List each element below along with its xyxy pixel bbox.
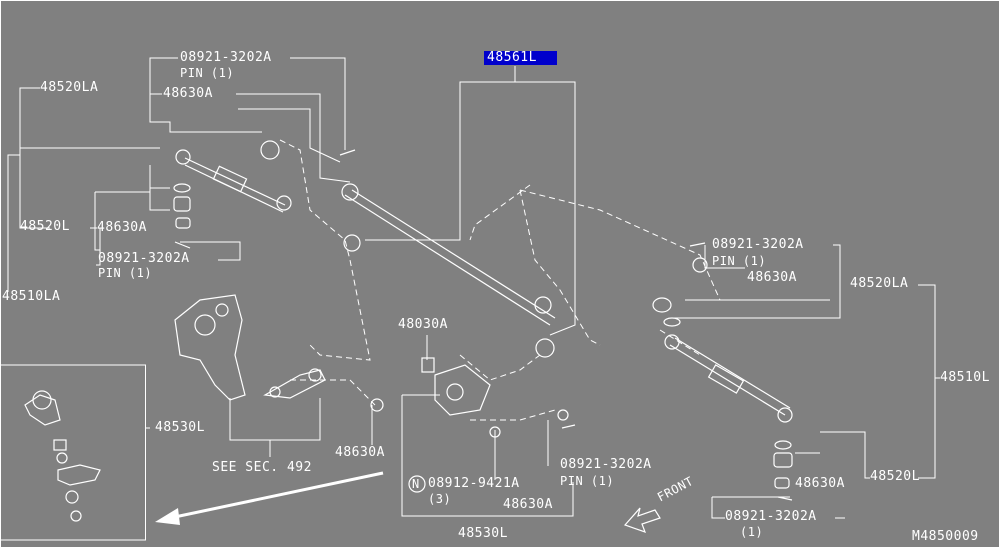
pin-label-top: PIN (1) [180, 66, 235, 80]
diagram-code: M4850009 [912, 529, 979, 544]
part-label-48530L-box: 48530L [155, 420, 205, 435]
part-label-48030A: 48030A [398, 317, 448, 332]
part-label-48510LA: 48510LA [2, 289, 61, 304]
part-label-48530L-bottom: 48530L [458, 526, 508, 541]
pin-label-right: PIN (1) [712, 254, 767, 268]
nut-label-08912: 08912-9421A [428, 476, 520, 491]
part-label-48630A-mid: 48630A [335, 445, 385, 460]
part-label-48520LA-left: 48520LA [40, 80, 99, 95]
part-label-48520L-left: 48520L [20, 219, 70, 234]
parts-art [24, 140, 793, 533]
part-label-48561L[interactable]: 48561L [484, 51, 557, 65]
part-label-08921-right: 08921-3202A [712, 237, 804, 252]
qty-label-right: (1) [740, 525, 764, 539]
circle-n-marker: N [412, 477, 420, 491]
part-label-48630A-right: 48630A [747, 270, 797, 285]
part-label-48630A-top: 48630A [163, 86, 213, 101]
part-label-08921-right-low: 08921-3202A [725, 509, 817, 524]
part-label-48510L: 48510L [940, 370, 990, 385]
part-label-08921-left: 08921-3202A [98, 251, 190, 266]
guide-lines [279, 139, 721, 421]
part-label-08921-mid: 08921-3202A [560, 457, 652, 472]
part-label-48520L-right: 48520L [870, 469, 920, 484]
pin-label-mid: PIN (1) [560, 474, 615, 488]
part-label-48630A-right-low: 48630A [795, 476, 845, 491]
pin-label-left: PIN (1) [98, 266, 153, 280]
leader-lines [0, 57, 940, 541]
part-label-48520LA-right: 48520LA [850, 276, 909, 291]
see-section-note: SEE SEC. 492 [212, 460, 312, 475]
part-label-48630A-left: 48630A [97, 220, 147, 235]
nut-qty-label: (3) [428, 492, 452, 506]
part-label-08921-top: 08921-3202A [180, 50, 272, 65]
part-label-48630A-bottom: 48630A [503, 497, 553, 512]
